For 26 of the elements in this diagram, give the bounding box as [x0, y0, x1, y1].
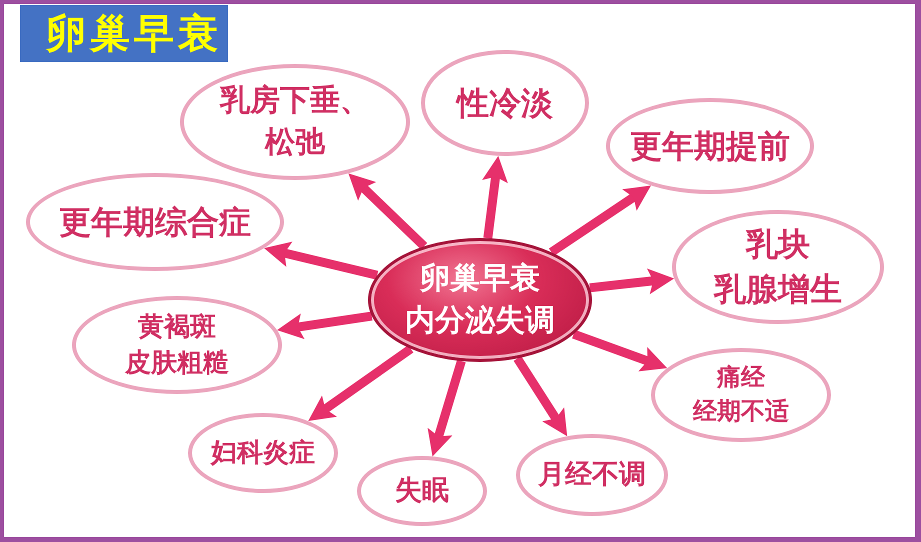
arrow [548, 186, 651, 256]
arrow [572, 330, 668, 372]
arrow [348, 173, 428, 250]
symptom-label: 更年期提前 [630, 126, 790, 167]
symptom-label: 妇科炎症 [211, 436, 315, 470]
arrow [589, 268, 674, 294]
symptom-label: 更年期综合症 [59, 202, 251, 243]
symptom-label: 黄褐斑 [138, 310, 216, 344]
arrow [277, 312, 372, 340]
arrow [428, 360, 466, 456]
arrow [514, 356, 568, 436]
title-heading: 卵巢早衰 [20, 5, 228, 62]
symptom-label: 月经不调 [538, 458, 646, 492]
symptom-label: 失眠 [395, 474, 449, 508]
symptom-label: 皮肤粗糙 [125, 347, 229, 380]
center-label: 卵巢早衰 [420, 260, 540, 298]
arrow [482, 156, 508, 239]
center-label: 内分泌失调 [405, 302, 555, 340]
symptom-label: 经期不适 [693, 396, 789, 427]
symptom-label: 乳房下垂、松弛 [218, 82, 371, 162]
symptom-label: 乳腺增生 [714, 269, 842, 310]
symptom-label: 性冷淡 [457, 82, 553, 124]
symptom-label: 乳块 [746, 224, 810, 266]
symptom-label: 痛经 [717, 362, 765, 394]
arrow [264, 242, 378, 280]
arrow [308, 345, 414, 422]
